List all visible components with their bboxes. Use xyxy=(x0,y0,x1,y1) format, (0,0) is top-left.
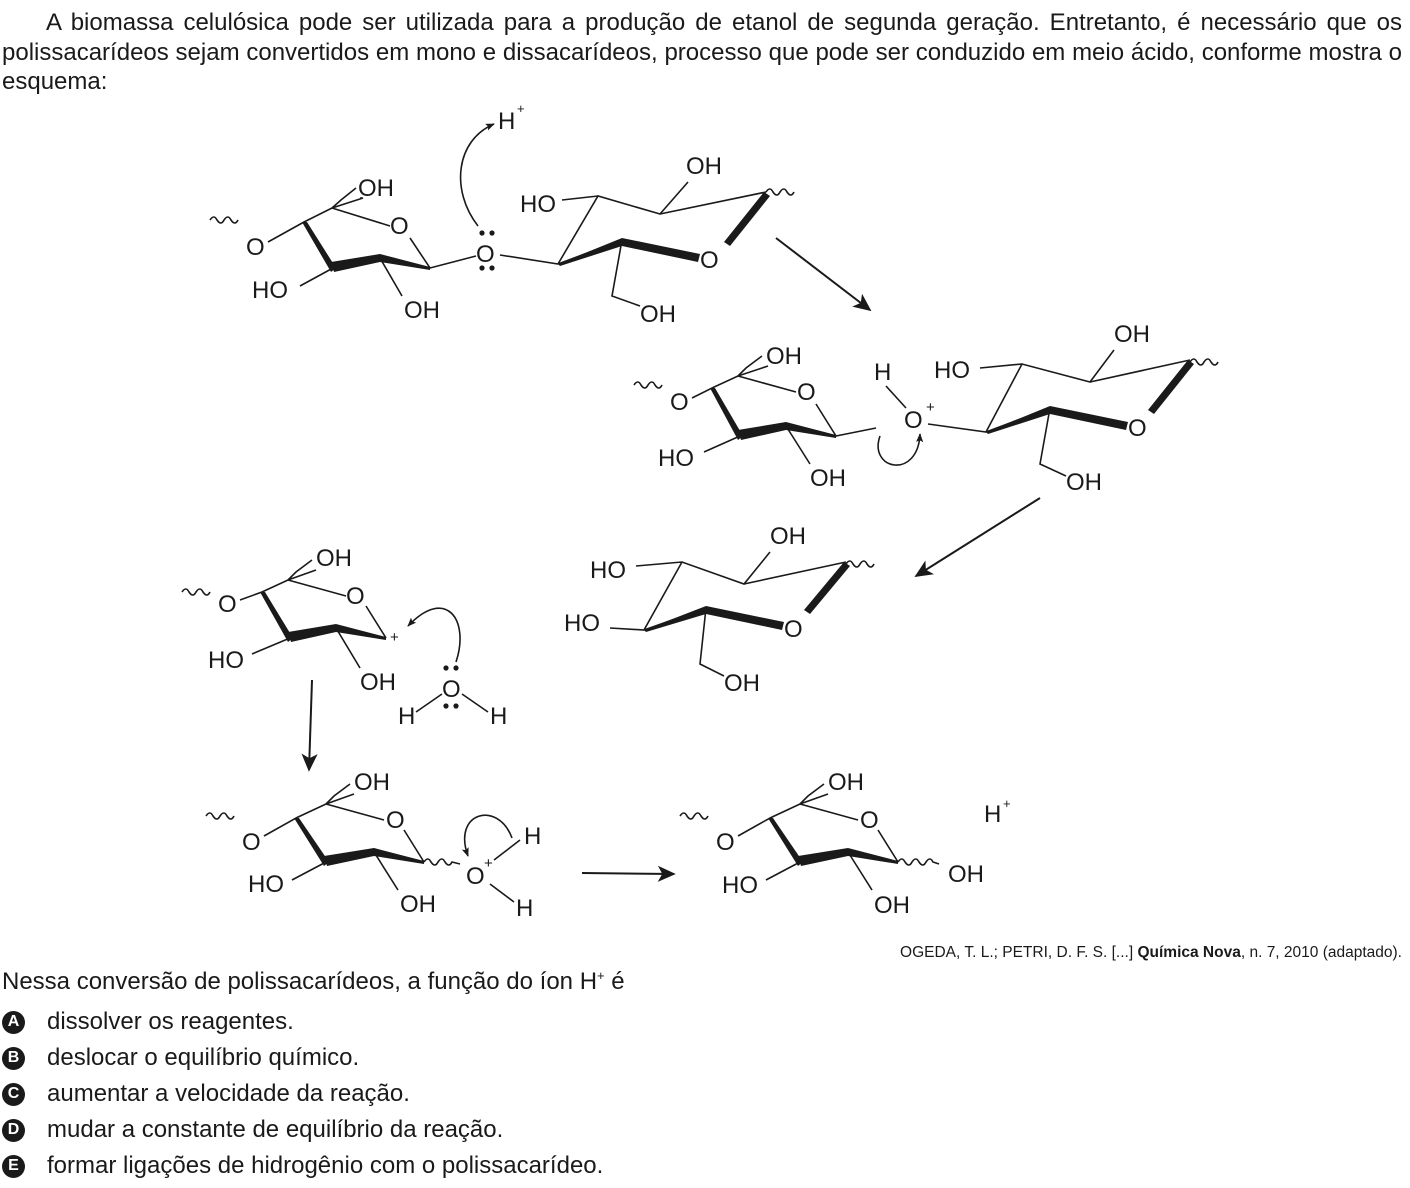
molecule-4: O OH HO HO OH xyxy=(564,523,875,697)
svg-text:HO: HO xyxy=(520,191,556,218)
svg-text:OH: OH xyxy=(810,465,846,492)
option-c-letter-icon: C xyxy=(2,1082,25,1106)
svg-text:HO: HO xyxy=(722,872,758,899)
intro-paragraph: A biomassa celulósica pode ser utilizada… xyxy=(2,9,1402,95)
svg-text:H: H xyxy=(398,703,415,730)
citation-authors: OGEDA, T. L.; PETRI, D. F. S. [...] xyxy=(900,944,1138,961)
reaction-arrow-2 xyxy=(914,497,1041,577)
svg-text:O: O xyxy=(904,407,923,434)
svg-text:HO: HO xyxy=(934,357,970,384)
svg-text:O: O xyxy=(784,616,803,643)
question-prefix: Nessa conversão de polissacarídeos, a fu… xyxy=(2,968,598,995)
svg-text:OH: OH xyxy=(354,769,390,796)
reaction-arrow-3 xyxy=(301,679,318,772)
svg-text:OH: OH xyxy=(874,892,910,919)
svg-text:OH: OH xyxy=(1114,321,1150,348)
svg-text:OH: OH xyxy=(686,153,722,180)
citation-details: , n. 7, 2010 (adaptado). xyxy=(1240,944,1402,961)
svg-text:+: + xyxy=(926,399,935,416)
option-d-letter-icon: D xyxy=(2,1118,25,1142)
svg-text:OH: OH xyxy=(770,523,806,550)
source-citation: OGEDA, T. L.; PETRI, D. F. S. [...] Quím… xyxy=(900,944,1402,962)
svg-text:OH: OH xyxy=(316,545,352,572)
svg-text:OH: OH xyxy=(724,670,760,697)
svg-text:HO: HO xyxy=(248,871,284,898)
molecule-2: O O OH HO OH O + H O OH HO OH xyxy=(633,321,1219,496)
svg-text:+: + xyxy=(517,101,525,116)
svg-text:H: H xyxy=(490,703,507,730)
svg-text:OH: OH xyxy=(948,861,984,888)
svg-text:+: + xyxy=(1003,796,1011,811)
svg-text:O: O xyxy=(218,591,237,618)
svg-text:OH: OH xyxy=(1066,469,1102,496)
reaction-arrow-1 xyxy=(775,237,872,312)
svg-text:+: + xyxy=(484,855,493,872)
option-b-letter-icon: B xyxy=(2,1046,25,1070)
svg-text:O: O xyxy=(346,583,365,610)
question-stem: Nessa conversão de polissacarídeos, a fu… xyxy=(2,968,625,996)
svg-text:O: O xyxy=(670,389,689,416)
option-c-text: aumentar a velocidade da reação. xyxy=(47,1080,410,1107)
option-e-letter-icon: E xyxy=(2,1154,25,1178)
reaction-arrow-4 xyxy=(581,865,676,882)
svg-text:H: H xyxy=(874,359,891,386)
svg-text:OH: OH xyxy=(358,175,394,202)
svg-text:OH: OH xyxy=(360,669,396,696)
svg-text:HO: HO xyxy=(564,610,600,637)
citation-journal: Química Nova xyxy=(1137,944,1241,961)
svg-text:HO: HO xyxy=(658,445,694,472)
svg-text:O: O xyxy=(386,807,405,834)
svg-text:H: H xyxy=(984,801,1001,828)
svg-text:O: O xyxy=(390,213,409,240)
svg-text:O: O xyxy=(700,247,719,274)
question-superscript: + xyxy=(597,968,605,983)
svg-text:O: O xyxy=(442,676,461,703)
question-suffix: é xyxy=(604,968,625,995)
svg-text:OH: OH xyxy=(640,301,676,328)
svg-text:HO: HO xyxy=(252,277,288,304)
svg-text:OH: OH xyxy=(828,769,864,796)
svg-text:O: O xyxy=(797,379,816,406)
svg-text:O: O xyxy=(860,807,879,834)
svg-text:OH: OH xyxy=(404,297,440,324)
option-a-text: dissolver os reagentes. xyxy=(47,1008,294,1035)
svg-text:H: H xyxy=(498,108,515,135)
molecule-1: O O OH HO OH O O OH HO OH H + xyxy=(209,101,795,328)
svg-text:O: O xyxy=(716,829,735,856)
svg-text:H: H xyxy=(516,895,533,922)
svg-text:O: O xyxy=(476,241,495,268)
svg-text:O: O xyxy=(246,234,265,261)
svg-text:O: O xyxy=(242,829,261,856)
option-a-letter-icon: A xyxy=(2,1010,25,1034)
svg-text:H: H xyxy=(524,823,541,850)
molecule-6: O O OH HO OH OH H + xyxy=(679,769,1011,919)
molecule-3: O O OH HO OH + O H H xyxy=(181,545,507,730)
option-e-text: formar ligações de hidrogênio com o poli… xyxy=(47,1152,604,1179)
svg-text:HO: HO xyxy=(208,647,244,674)
svg-text:HO: HO xyxy=(590,557,626,584)
molecule-5: O O OH HO OH O + H H xyxy=(205,769,541,922)
svg-text:+: + xyxy=(390,629,399,646)
svg-text:O: O xyxy=(1128,415,1147,442)
svg-text:OH: OH xyxy=(400,891,436,918)
svg-text:O: O xyxy=(466,863,485,890)
option-d-text: mudar a constante de equilíbrio da reaçã… xyxy=(47,1116,504,1143)
option-b-text: deslocar o equilíbrio químico. xyxy=(47,1044,360,1071)
svg-text:OH: OH xyxy=(766,343,802,370)
